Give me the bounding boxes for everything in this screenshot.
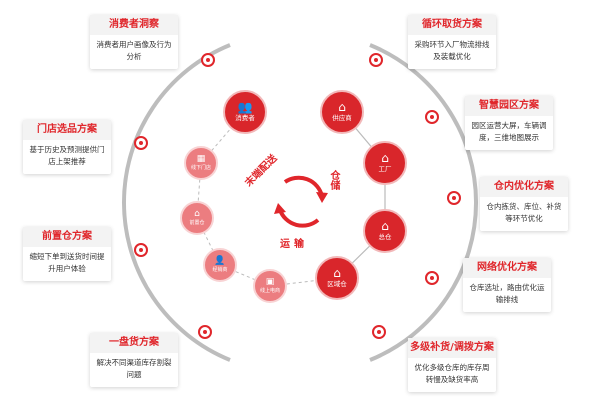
node-2: ⌂前置仓 [180, 201, 214, 235]
card-title: 前置仓方案 [23, 227, 111, 247]
solution-card: 循环取货方案采购环节入厂物流排线及装载优化 [408, 15, 496, 69]
store-icon: ▦ [196, 153, 206, 164]
users-icon: 👥 [237, 100, 253, 114]
card-description: 优化多级仓库的库存周转慢及缺货率高 [414, 363, 490, 384]
left-outer-arc [121, 43, 231, 362]
node-label: 线下门店 [190, 164, 211, 171]
card-description: 仓库选址，路由优化运输排线 [469, 283, 545, 304]
node-1: ▦线下门店 [184, 146, 218, 180]
node-4: ▣线上电商 [253, 269, 287, 303]
solution-card: 门店选品方案基于历史及预测提供门店上架推荐 [23, 120, 111, 174]
supplier-house-icon: ⌂ [338, 100, 346, 114]
target-marker-icon [201, 53, 215, 67]
node-label: 供应商 [332, 114, 352, 122]
node-8: ⌂区域仓 [315, 256, 359, 300]
solution-card: 前置仓方案缩短下单到送货时间提升用户体验 [23, 227, 111, 281]
node-label: 线上电商 [259, 287, 280, 294]
card-title: 多级补货/调拨方案 [408, 338, 496, 358]
target-marker-icon [134, 243, 148, 257]
target-marker-icon [425, 271, 439, 285]
center-label-warehousing: 仓储 [328, 170, 339, 190]
card-title: 门店选品方案 [23, 120, 111, 140]
warehouse-icon: ⌂ [194, 208, 200, 219]
node-label: 区域仓 [327, 280, 347, 288]
target-marker-icon [198, 325, 212, 339]
flow-line-right [336, 111, 386, 279]
person-icon: 👤 [214, 255, 226, 266]
node-label: 消费者 [235, 114, 255, 122]
cycle-arrow-top [283, 175, 324, 197]
card-description: 解决不同渠道库存割裂问题 [96, 358, 172, 379]
right-outer-arc [369, 43, 479, 362]
node-label: 前置仓 [189, 219, 205, 226]
card-description: 仓内拣货、库位、补货等环节优化 [486, 202, 562, 223]
target-marker-icon [425, 110, 439, 124]
card-description: 缩短下单到送货时间提升用户体验 [29, 252, 105, 273]
node-5: ⌂供应商 [320, 90, 364, 134]
solution-card: 消费者洞察消费者用户画像及行为分析 [90, 15, 178, 69]
card-description: 消费者用户画像及行为分析 [96, 40, 172, 61]
card-title: 一盘货方案 [90, 333, 178, 353]
solution-card: 网络优化方案仓库选址，路由优化运输排线 [463, 258, 551, 312]
card-description: 采购环节入厂物流排线及装载优化 [414, 40, 490, 61]
target-marker-icon [369, 53, 383, 67]
cycle-arrow-bottom [278, 209, 320, 228]
solution-card: 智慧园区方案园区运营大屏，车辆调度，三维地图展示 [465, 96, 553, 150]
node-0: 👥消费者 [223, 90, 267, 134]
main-warehouse-icon: ⌂ [381, 219, 389, 233]
node-3: 👤经销商 [203, 248, 237, 282]
node-7: ⌂总仓 [363, 209, 407, 253]
center-label-transport: 运输 [280, 239, 308, 250]
target-marker-icon [447, 191, 461, 205]
node-label: 工厂 [378, 165, 392, 173]
card-title: 消费者洞察 [90, 15, 178, 35]
card-title: 网络优化方案 [463, 258, 551, 278]
card-title: 循环取货方案 [408, 15, 496, 35]
node-6: ⌂工厂 [363, 141, 407, 185]
node-label: 总仓 [378, 233, 392, 241]
solution-card: 多级补货/调拨方案优化多级仓库的库存周转慢及缺货率高 [408, 338, 496, 392]
solution-card: 仓内优化方案仓内拣货、库位、补货等环节优化 [480, 177, 568, 231]
target-marker-icon [134, 136, 148, 150]
solution-card: 一盘货方案解决不同渠道库存割裂问题 [90, 333, 178, 387]
factory-icon: ⌂ [381, 151, 389, 165]
card-description: 基于历史及预测提供门店上架推荐 [29, 145, 105, 166]
card-title: 智慧园区方案 [465, 96, 553, 116]
regional-warehouse-icon: ⌂ [333, 266, 341, 280]
card-title: 仓内优化方案 [480, 177, 568, 197]
target-marker-icon [372, 325, 386, 339]
node-label: 经销商 [212, 266, 228, 273]
shopping-bag-icon: ▣ [265, 276, 275, 287]
card-description: 园区运营大屏，车辆调度，三维地图展示 [471, 121, 547, 142]
